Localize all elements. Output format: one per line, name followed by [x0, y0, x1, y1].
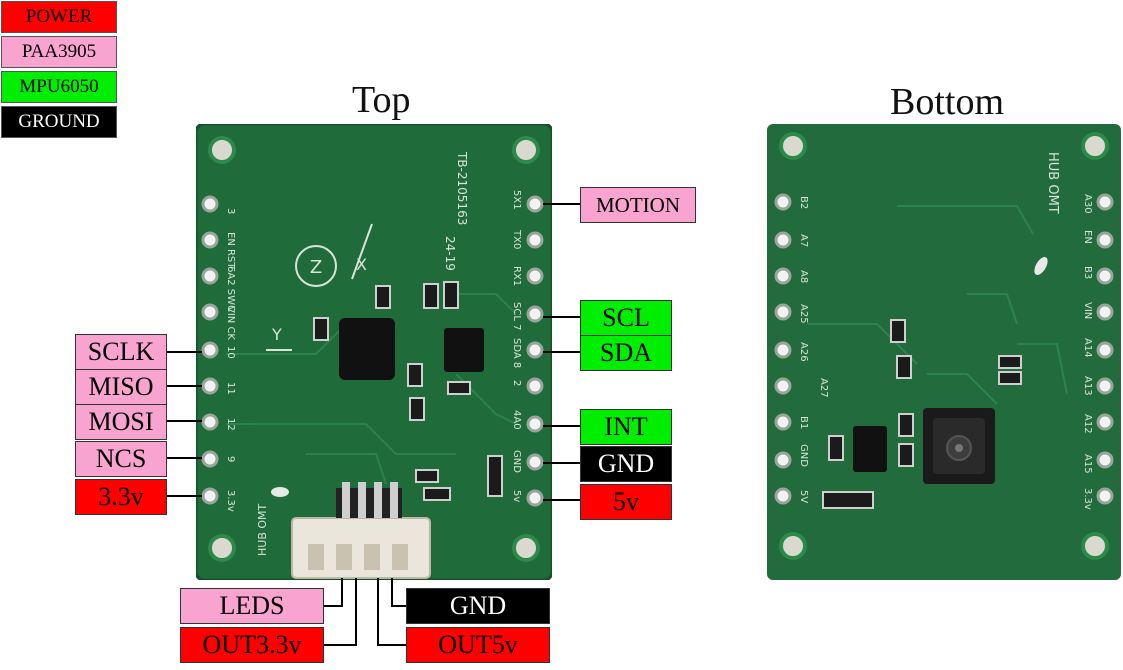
svg-text:B1: B1	[798, 416, 809, 429]
svg-text:9: 9	[225, 456, 236, 462]
svg-text:GND: GND	[511, 450, 522, 473]
pin-label-connector-gnd: GND	[406, 588, 550, 624]
svg-text:5X1: 5X1	[511, 190, 522, 210]
svg-text:12: 12	[225, 418, 236, 431]
svg-text:EN RST: EN RST	[225, 232, 236, 269]
pin-label-miso: MISO	[75, 369, 167, 405]
svg-text:Y: Y	[271, 325, 282, 344]
svg-text:A26: A26	[798, 342, 809, 362]
pin-label-5v: 5v	[580, 484, 672, 520]
svg-text:3.3v: 3.3v	[1082, 488, 1093, 510]
svg-text:5v: 5v	[511, 490, 522, 502]
legend-paa3905: PAA3905	[1, 36, 117, 68]
svg-text:A27: A27	[818, 378, 829, 398]
svg-text:B3: B3	[1082, 266, 1093, 279]
pin-label-int: INT	[580, 409, 672, 445]
svg-text:24-19: 24-19	[443, 236, 457, 271]
bottom-board: HUB OMT B2 A7 A8 A25 A26 A27 B1 GND 5V A…	[767, 124, 1121, 580]
pin-label-ncs: NCS	[75, 441, 167, 477]
pin-label-3v3: 3.3v	[75, 479, 167, 515]
svg-text:GND: GND	[798, 444, 809, 467]
svg-text:A14: A14	[1082, 338, 1093, 358]
svg-text:11: 11	[225, 382, 236, 395]
svg-text:SCL 7: SCL 7	[511, 302, 522, 330]
pin-label-gnd: GND	[580, 446, 672, 482]
svg-text:B2: B2	[798, 196, 809, 209]
svg-text:A8: A8	[798, 270, 809, 283]
pin-label-out5v: OUT5v	[406, 627, 550, 663]
svg-text:X: X	[356, 255, 367, 274]
bottom-view-title: Bottom	[890, 81, 1005, 123]
pin-label-out3v3: OUT3.3v	[180, 627, 324, 663]
pin-label-mosi: MOSI	[75, 404, 167, 440]
z-axis-icon	[295, 245, 337, 287]
pin-label-scl: SCL	[580, 300, 672, 336]
svg-text:HUB OMT: HUB OMT	[256, 503, 269, 556]
svg-text:A13: A13	[1082, 376, 1093, 396]
svg-text:A12: A12	[1082, 414, 1093, 434]
svg-text:EN: EN	[1082, 230, 1093, 244]
svg-text:TX0: TX0	[511, 229, 522, 249]
svg-text:VIN: VIN	[1082, 302, 1093, 319]
top-view-title: Top	[352, 79, 411, 121]
svg-text:TB-2105163: TB-2105163	[455, 151, 469, 225]
svg-text:4A0: 4A0	[511, 410, 522, 430]
svg-text:10: 10	[225, 346, 236, 359]
svg-text:Z: Z	[310, 257, 322, 278]
pin-label-sclk: SCLK	[75, 334, 167, 370]
svg-text:A15: A15	[1082, 454, 1093, 474]
svg-text:A30: A30	[1082, 194, 1093, 214]
svg-text:VIN CK: VIN CK	[225, 306, 236, 340]
svg-text:HUB OMT: HUB OMT	[1045, 152, 1060, 214]
svg-text:RX1: RX1	[511, 266, 522, 286]
pin-label-leds: LEDS	[180, 588, 324, 624]
legend-mpu6050: MPU6050	[1, 71, 117, 103]
svg-text:6A2 SWC: 6A2 SWC	[225, 266, 236, 312]
legend-power: POWER	[1, 1, 117, 33]
svg-text:A7: A7	[798, 234, 809, 247]
pin-label-sda: SDA	[580, 335, 672, 371]
svg-text:3.3v: 3.3v	[225, 490, 236, 512]
svg-text:3: 3	[225, 208, 236, 214]
svg-text:5V: 5V	[798, 490, 809, 503]
legend-ground: GROUND	[1, 106, 117, 138]
top-board: Z X Y 24-19 TB-2105163 HUB OMT 3 EN RST …	[196, 124, 552, 580]
pin-label-motion: MOTION	[580, 187, 696, 223]
svg-text:SDA 8: SDA 8	[511, 338, 522, 368]
svg-text:2: 2	[511, 380, 522, 386]
svg-text:A25: A25	[798, 304, 809, 324]
